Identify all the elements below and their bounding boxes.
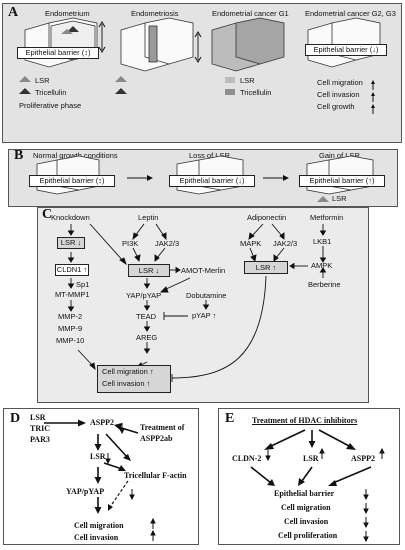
- c-lsr-label-2: LSR: [138, 266, 154, 275]
- panel-c-letter: C: [42, 207, 53, 222]
- c-mt-mmp1: MT-MMP1: [55, 290, 90, 299]
- c-pyap: pYAP ↑: [192, 311, 217, 320]
- panel-d: D LSR TRIC PAR3 ASPP2 Treatment of ASPP2…: [3, 408, 199, 545]
- e-out-invasion: Cell invasion: [284, 517, 329, 526]
- c-outcome-migration-label: Cell migration: [102, 367, 148, 376]
- c-outcome-invasion-label: Cell invasion: [102, 379, 145, 388]
- endometrium-title: Endometrium: [45, 9, 90, 18]
- b-barrier-3: Epithelial barrier (↑): [299, 175, 385, 187]
- panel-e-letter: E: [225, 411, 235, 426]
- d-factin: Tricellular F-actin: [124, 471, 187, 480]
- b-barrier-2-label: Epithelial barrier: [179, 176, 234, 185]
- cancer-barrier-box: Epithelial barrier (↓): [305, 44, 387, 56]
- c-amot: AMOT-Merlin: [181, 266, 226, 275]
- panel-e-arrows: [250, 429, 385, 543]
- c-lkb1: LKB1: [313, 237, 332, 246]
- c-tead: TEAD: [136, 312, 157, 321]
- c-outcome-invasion: Cell invasion ↑: [102, 379, 151, 388]
- c-outcome-box: Cell migration ↑ Cell invasion ↑: [97, 365, 171, 393]
- cancer-g23-title: Endometrial cancer G2, G3: [305, 9, 396, 18]
- c-dobutamine: Dobutamine: [186, 291, 227, 300]
- c-cldn1-label: CLDN1: [56, 265, 82, 274]
- endometrium-barrier-label: Epithelial barrier: [25, 48, 80, 57]
- d-lsr: LSR: [90, 452, 106, 461]
- c-sp1: Sp1: [76, 280, 90, 289]
- c-berberine: Berberine: [308, 280, 341, 289]
- d-treatment-2: ASPP2ab: [140, 434, 173, 443]
- panel-d-arrows: [44, 419, 156, 541]
- panel-a: A Endometrium Endometriosis Endometrial …: [2, 3, 402, 143]
- c-jak-adipo: JAK2/3: [273, 239, 298, 248]
- c-mmp10: MMP-10: [56, 336, 85, 345]
- b-barrier-1-label: Epithelial barrier: [39, 176, 94, 185]
- panel-b-letter: B: [14, 148, 24, 163]
- effect-growth: Cell growth: [317, 102, 355, 111]
- b-legend-lsr: LSR: [332, 194, 347, 203]
- panel-d-letter: D: [10, 411, 21, 426]
- e-out-barrier: Epithelial barrier: [274, 489, 335, 498]
- d-par3: PAR3: [30, 435, 50, 444]
- d-out-invasion: Cell invasion: [74, 533, 119, 542]
- cancer-g1-title: Endometrial cancer G1: [212, 9, 289, 18]
- legend-lsr-a1: LSR: [35, 76, 50, 85]
- e-lsr: LSR: [303, 454, 319, 463]
- e-out-proliferation: Cell proliferation: [278, 531, 338, 540]
- c-mmp9: MMP-9: [58, 324, 83, 333]
- e-out-migration: Cell migration: [281, 503, 331, 512]
- b-title-loss: Loss of LSR: [189, 151, 230, 160]
- c-lsr-box-2: LSR ↓: [128, 264, 170, 277]
- legend-lsr-a3: LSR: [240, 76, 255, 85]
- c-knockdown: Knockdown: [51, 213, 90, 222]
- c-yap: YAP/pYAP: [126, 291, 162, 300]
- panel-b: B Normal growth conditions Loss of LSR G…: [8, 148, 398, 207]
- c-mapk: MAPK: [240, 239, 262, 248]
- legend-tricellulin-a1: Tricellulin: [35, 88, 67, 97]
- c-lsr-label-3: LSR: [255, 263, 271, 272]
- c-lsr-box-1: LSR ↓: [57, 237, 85, 249]
- d-out-migration: Cell migration: [74, 521, 124, 530]
- b-title-gain: Gain of LSR: [319, 151, 360, 160]
- e-aspp2: ASPP2: [351, 454, 375, 463]
- endometriosis-title: Endometriosis: [131, 9, 179, 18]
- d-tric: TRIC: [30, 424, 51, 433]
- c-jak-leptin: JAK2/3: [155, 239, 180, 248]
- c-pi3k: PI3K: [122, 239, 139, 248]
- b-barrier-2: Epithelial barrier (↓): [169, 175, 255, 187]
- panel-c: C: [37, 207, 369, 403]
- b-barrier-3-label: Epithelial barrier: [309, 176, 364, 185]
- c-metformin: Metformin: [310, 213, 344, 222]
- panel-a-letter: A: [8, 5, 19, 20]
- c-pyap-label: pYAP: [192, 311, 211, 320]
- c-ampk: AMPK: [311, 261, 333, 270]
- c-leptin: Leptin: [138, 213, 159, 222]
- d-yap: YAP/pYAP: [66, 487, 105, 496]
- panel-c-arrows: [67, 223, 327, 382]
- d-lsr-left: LSR: [30, 413, 46, 422]
- d-treatment-1: Treatment of: [140, 423, 185, 432]
- c-lsr-box-3: LSR ↑: [244, 261, 288, 274]
- c-outcome-migration: Cell migration ↑: [102, 367, 154, 376]
- b-title-normal: Normal growth conditions: [33, 151, 118, 160]
- effect-invasion: Cell invasion: [317, 90, 360, 99]
- effect-migration: Cell migration: [317, 78, 363, 87]
- c-cldn1-box: CLDN1 ↑: [55, 264, 89, 276]
- c-lsr-label-1: LSR: [60, 238, 76, 247]
- c-adiponectin: Adiponectin: [247, 213, 287, 222]
- panel-e: E Treatment of HDAC inhibitors CLDN-2 LS…: [218, 408, 400, 545]
- endometrium-barrier-box: Epithelial barrier (↕): [17, 47, 99, 59]
- panel-a-cells: [19, 17, 381, 114]
- legend-tricellulin-a3: Tricellulin: [240, 88, 272, 97]
- cancer-barrier-label: Epithelial barrier: [313, 45, 368, 54]
- e-title: Treatment of HDAC inhibitors: [252, 416, 358, 425]
- proliferative-phase: Proliferative phase: [19, 101, 82, 110]
- b-barrier-1: Epithelial barrier (↕): [29, 175, 115, 187]
- c-mmp2: MMP-2: [58, 312, 83, 321]
- d-aspp2: ASPP2: [90, 418, 114, 427]
- c-areg: AREG: [136, 333, 158, 342]
- e-cldn2: CLDN-2: [232, 454, 262, 463]
